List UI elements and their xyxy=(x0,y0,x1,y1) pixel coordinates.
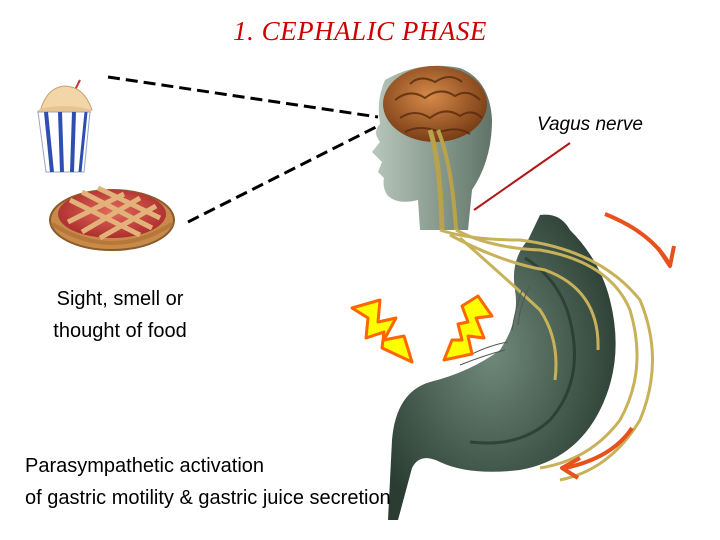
head-brain-icon xyxy=(372,66,492,230)
vagus-pointer-line xyxy=(474,143,570,210)
motility-arrow-upper xyxy=(605,214,674,266)
response-label: Parasympathetic activation of gastric mo… xyxy=(25,450,391,514)
lightning-icon xyxy=(444,296,492,360)
lightning-icon xyxy=(352,300,412,362)
milkshake-icon xyxy=(37,80,92,172)
pie-icon xyxy=(50,188,174,250)
vagus-nerve-label: Vagus nerve xyxy=(537,114,643,136)
sight-line-upper xyxy=(108,77,378,117)
sight-line-lower xyxy=(188,126,378,222)
stimulus-line-2: thought of food xyxy=(20,315,220,347)
stimulus-line-1: Sight, smell or xyxy=(20,283,220,315)
stimulus-label: Sight, smell or thought of food xyxy=(20,283,220,347)
response-line-1: Parasympathetic activation xyxy=(25,450,391,482)
response-line-2: of gastric motility & gastric juice secr… xyxy=(25,482,391,514)
stomach-icon xyxy=(388,215,653,520)
